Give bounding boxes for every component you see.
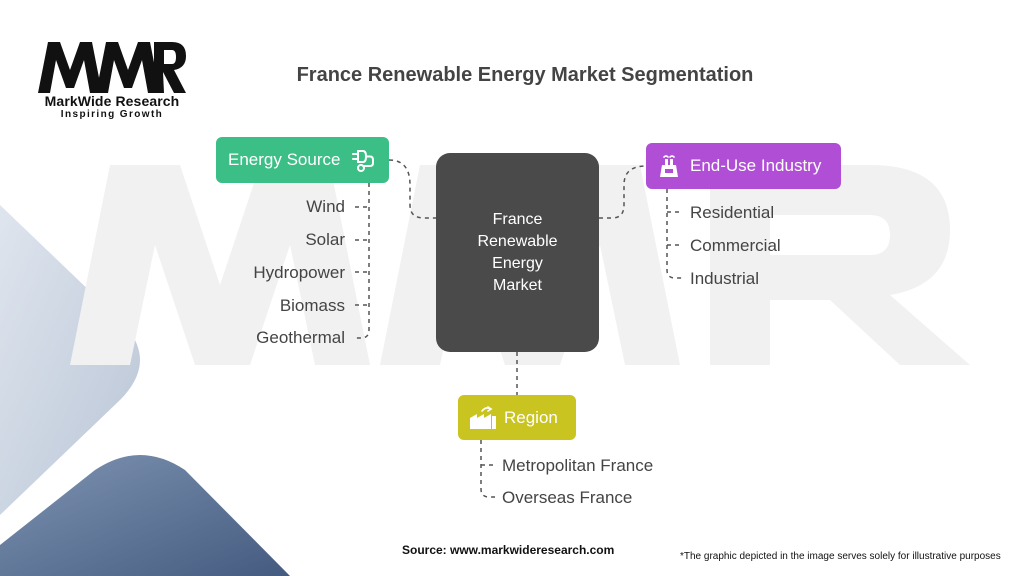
energy-source-header: Energy Source <box>216 137 389 183</box>
end-use-industry-label: End-Use Industry <box>690 156 822 175</box>
brand-name: MarkWide Research <box>44 93 180 109</box>
center-label: France Renewable Energy Market <box>458 209 578 297</box>
illustrative-note: *The graphic depicted in the image serve… <box>680 551 1001 562</box>
energy-source-item: Wind <box>306 197 345 216</box>
plug-icon <box>352 150 375 172</box>
region-label: Region <box>504 407 558 427</box>
center-node: France Renewable Energy Market <box>436 153 599 352</box>
center-line: Market <box>493 276 542 294</box>
energy-source-item: Biomass <box>279 296 345 315</box>
region-header: Region <box>458 395 576 440</box>
end-use-item: Industrial <box>690 269 759 288</box>
mwr-logo-mark <box>38 42 186 93</box>
energy-source-item: Geothermal <box>256 328 345 347</box>
region-item: Metropolitan France <box>502 456 654 475</box>
brand-tagline: Inspiring Growth <box>60 109 164 120</box>
end-use-industry-header: End-Use Industry <box>646 143 841 189</box>
brand-logo: MarkWide Research Inspiring Growth <box>32 40 192 120</box>
end-use-item: Residential <box>690 203 775 222</box>
energy-source-label: Energy Source <box>228 150 341 169</box>
source-credit: Source: www.markwideresearch.com <box>402 543 615 557</box>
end-use-item: Commercial <box>690 236 781 255</box>
region-item: Overseas France <box>502 488 633 507</box>
energy-source-item: Hydropower <box>253 263 345 282</box>
center-line: France <box>492 210 543 228</box>
diagram-title: France Renewable Energy Market Segmentat… <box>296 64 754 86</box>
factory-icon <box>470 405 496 429</box>
industry-icon <box>660 155 678 177</box>
center-line: Energy <box>492 254 543 272</box>
center-line: Renewable <box>477 232 558 250</box>
energy-source-item: Solar <box>305 230 345 249</box>
